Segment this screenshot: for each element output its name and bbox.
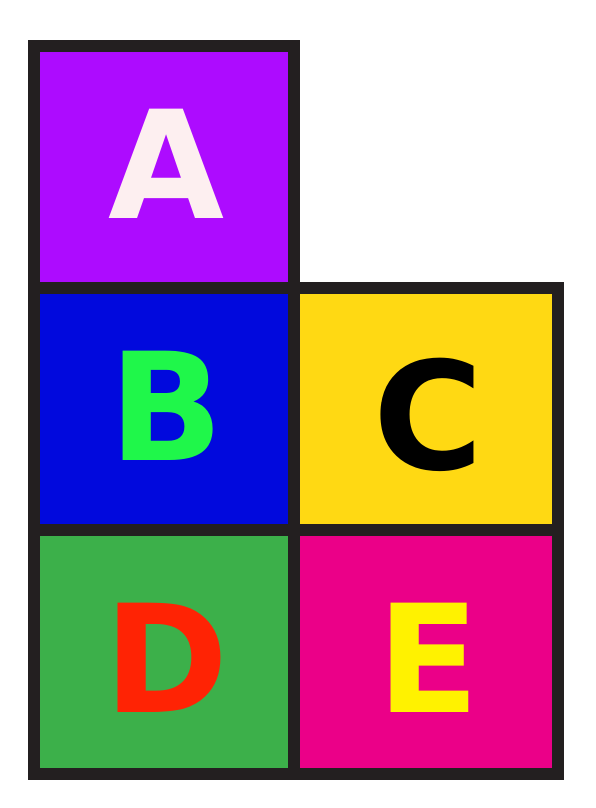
- tile-b: B: [28, 282, 300, 536]
- tile-d-label: D: [103, 574, 228, 748]
- tile-d: D: [28, 524, 300, 780]
- tile-e: E: [288, 524, 564, 780]
- tile-c: C: [288, 282, 564, 536]
- tile-c-label: C: [372, 331, 483, 505]
- tile-a-label: A: [107, 80, 224, 254]
- tile-e-label: E: [376, 574, 479, 748]
- tile-b-label: B: [108, 322, 223, 496]
- tile-a: A: [28, 40, 300, 294]
